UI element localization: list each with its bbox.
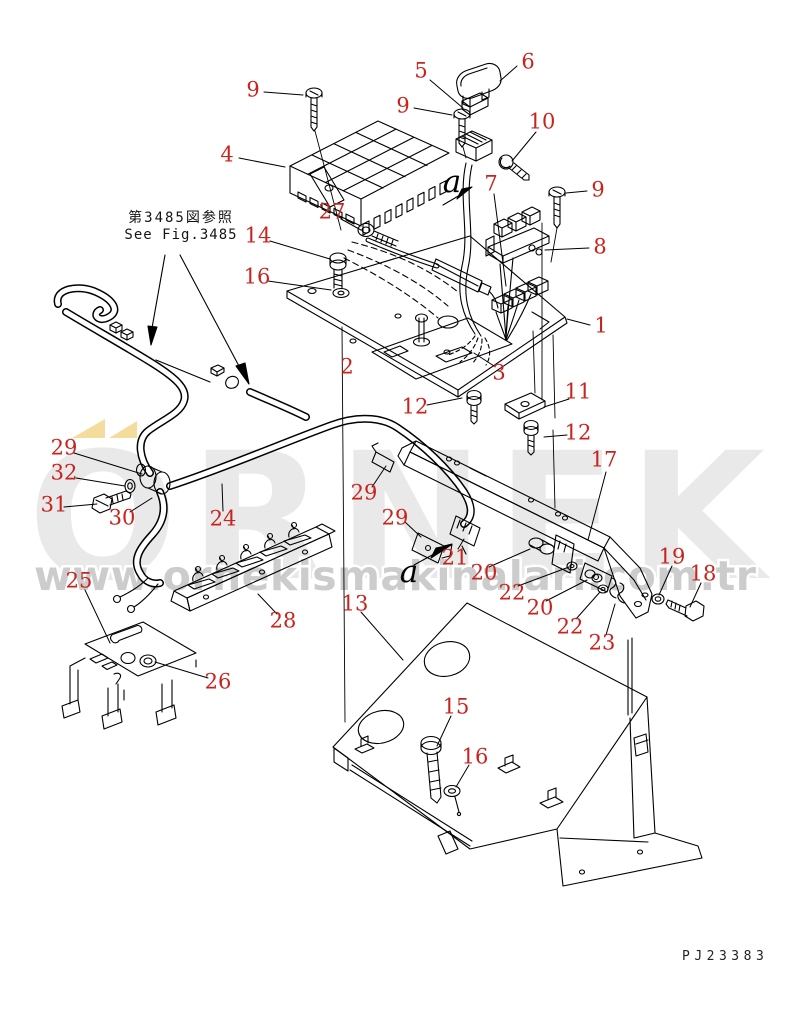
watermark-url: www.ornekismakinalari.com.tr [34, 552, 757, 600]
callout-8: 8 [593, 234, 607, 259]
floor-panel-13 [332, 602, 703, 887]
watermark: ORNEK www.ornekismakinalari.com.tr [28, 415, 765, 620]
callout-12: 12 [401, 394, 429, 419]
relay-box [289, 120, 450, 236]
relay-block-8 [485, 206, 550, 341]
wire-clamp-27 [357, 222, 399, 247]
mount-tab [309, 166, 345, 208]
nut-22b [597, 584, 609, 594]
bolt-18 [665, 599, 705, 622]
callout-28: 28 [269, 608, 297, 633]
callout-11: 11 [564, 379, 592, 404]
grommet-group [91, 463, 171, 514]
callout-9: 9 [591, 177, 605, 202]
wiring-harness [53, 284, 475, 588]
callout-12: 12 [564, 420, 592, 445]
callout-16: 16 [461, 744, 489, 769]
callout-17: 17 [590, 447, 618, 472]
bolt-12b [523, 419, 539, 456]
inline-fuse [365, 237, 499, 309]
bracket-plate [551, 534, 575, 574]
screw-10 [498, 154, 530, 181]
connector-cube [210, 364, 225, 377]
callout-24: 24 [209, 506, 237, 531]
detail-view-label: a [442, 164, 462, 200]
connector-cube [109, 321, 123, 334]
detail-arrows [413, 186, 473, 566]
fig-reference-en: See Fig.3485 [124, 227, 238, 243]
tube-clamp-29b [411, 532, 453, 564]
callout-22: 22 [556, 614, 584, 639]
logo-triangle-icon [109, 421, 137, 438]
bolt-15 [420, 735, 462, 817]
connector-cube [120, 328, 134, 341]
pigtail-wires [112, 577, 159, 614]
callout-25: 25 [65, 568, 93, 593]
callout-14: 14 [244, 223, 272, 248]
callout-4: 4 [220, 142, 234, 167]
callout-18: 18 [689, 561, 717, 586]
callout-29: 29 [50, 435, 78, 460]
callout-10: 10 [528, 109, 556, 134]
tube-clamp-29a [371, 442, 395, 473]
connector-teardrop [225, 375, 239, 389]
hidden-wire-dashes [343, 241, 459, 319]
wire-hook-23 [609, 577, 625, 604]
washer-16b [443, 784, 461, 798]
callout-15: 15 [442, 694, 470, 719]
fig-reference-note: 第3485図参照 See Fig.3485 [124, 210, 237, 244]
callout-30: 30 [108, 505, 136, 530]
clip-rail-28 [170, 521, 336, 612]
callout-29: 29 [350, 480, 378, 505]
callout-9: 9 [396, 93, 410, 118]
hardware-cluster [528, 534, 705, 622]
logo-triangle-icon [72, 419, 105, 438]
callout-23: 23 [588, 630, 616, 655]
screw-9a [305, 87, 323, 132]
washer-19 [651, 593, 665, 605]
line-art [53, 62, 705, 887]
connector-21 [449, 515, 481, 555]
detail-view-label: a [399, 554, 419, 590]
switch-panel-26 [84, 621, 197, 685]
callout-7: 7 [484, 171, 498, 196]
mounting-plate [286, 235, 568, 398]
callout-27: 27 [318, 199, 346, 224]
callout-29: 29 [381, 505, 409, 530]
bracket-25 [61, 657, 197, 730]
drawing-number: PJ23383 [682, 949, 769, 964]
inner-plate-3 [371, 317, 513, 380]
callout-5: 5 [414, 58, 428, 83]
nut-22a [566, 561, 578, 571]
projection-lines [314, 130, 558, 723]
callout-9: 9 [246, 77, 260, 102]
bolt-14 [329, 252, 350, 299]
callout-13: 13 [341, 591, 369, 616]
callout-20: 20 [526, 595, 554, 620]
see-fig-arrows [147, 254, 250, 385]
washer-16 [332, 287, 350, 299]
support-bar-17 [397, 440, 653, 619]
callout-20: 20 [470, 560, 498, 585]
bolt-12a [466, 389, 482, 425]
callout-31: 31 [40, 492, 68, 517]
plate-5 [461, 92, 489, 116]
leader-lines [63, 65, 702, 788]
callout-21: 21 [441, 545, 469, 570]
callout-32: 32 [50, 460, 78, 485]
callout-2: 2 [340, 354, 354, 379]
fig-reference-jp: 第3485図参照 [128, 210, 234, 226]
callout-26: 26 [204, 669, 232, 694]
callout-22: 22 [498, 580, 526, 605]
callout-6: 6 [521, 49, 535, 74]
callout-3: 3 [492, 360, 506, 385]
callout-19: 19 [658, 544, 686, 569]
clamp-ring [135, 463, 147, 477]
bolt-31 [91, 490, 132, 514]
bracket-11 [504, 392, 546, 420]
callout-16: 16 [243, 264, 271, 289]
callout-1: 1 [594, 313, 608, 338]
